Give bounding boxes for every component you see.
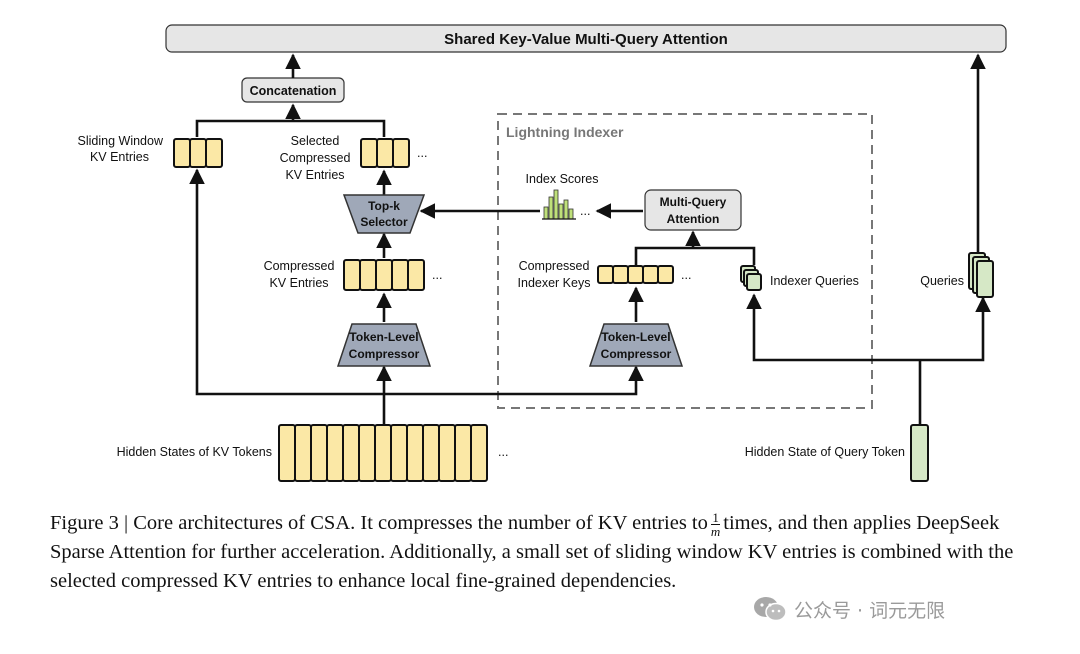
hidden-kv-cell <box>326 424 344 482</box>
indexer-queries-label: Indexer Queries <box>770 274 859 288</box>
watermark: 公众号 · 词元无限 <box>752 592 946 626</box>
shared-kv-mqa-box <box>165 24 1007 53</box>
csa-architecture-diagram: Shared Key-Value Multi-Query Attention C… <box>78 24 1007 482</box>
token-compressor-right-shape <box>588 323 684 367</box>
index-scores-label: Index Scores <box>526 172 599 186</box>
sliding-window-kv-cells <box>173 138 223 168</box>
compressed-kv-label-1: Compressed <box>264 259 335 273</box>
compressed-kv-ellipsis: ... <box>432 268 442 282</box>
hidden-kv-cell <box>390 424 408 482</box>
compressor-left-label-1: Token-Level <box>349 330 418 344</box>
index-scores-ellipsis: ... <box>580 204 590 218</box>
hidden-kv-cell <box>438 424 456 482</box>
watermark-text: 公众号 · 词元无限 <box>794 599 946 622</box>
hidden-kv-label: Hidden States of KV Tokens <box>117 445 272 459</box>
mqa-box <box>644 189 742 231</box>
hidden-kv-cell <box>294 424 312 482</box>
sliding-window-label-2: KV Entries <box>90 150 149 164</box>
index-scores-histogram <box>542 189 576 220</box>
compressed-kv-cells <box>343 259 425 291</box>
topk-label-2: Selector <box>360 215 408 229</box>
indexer-queries-stack <box>740 265 762 291</box>
indexer-keys-ellipsis: ... <box>681 268 691 282</box>
query-token-cell <box>910 424 929 482</box>
caption-part-1: Figure 3 | Core architectures of CSA. It… <box>50 512 708 534</box>
hidden-kv-cell <box>422 424 440 482</box>
mqa-label-1: Multi-Query <box>660 195 727 209</box>
hidden-kv-cell <box>470 424 488 482</box>
wechat-icon <box>754 597 787 622</box>
selected-label-3: KV Entries <box>285 168 344 182</box>
selected-label-1: Selected <box>291 134 340 148</box>
compressed-indexer-keys-cells <box>597 265 674 284</box>
topk-label-1: Top-k <box>368 199 400 213</box>
selected-ellipsis: ... <box>417 146 427 160</box>
compressor-right-label-2: Compressor <box>601 347 672 361</box>
mqa-label-2: Attention <box>667 212 720 226</box>
figure-caption: Figure 3 | Core architectures of CSA. It… <box>50 509 1040 596</box>
lightning-indexer-title: Lightning Indexer <box>506 124 624 140</box>
hidden-query-label: Hidden State of Query Token <box>745 445 905 459</box>
hidden-kv-cells <box>278 424 488 482</box>
topk-selector-shape <box>342 194 426 234</box>
shared-kv-mqa-label: Shared Key-Value Multi-Query Attention <box>444 31 728 48</box>
hidden-kv-cell <box>310 424 328 482</box>
sliding-window-label-1: Sliding Window <box>78 134 164 148</box>
selected-label-2: Compressed <box>280 151 351 165</box>
compressor-right-label-1: Token-Level <box>601 330 670 344</box>
lightning-indexer-region <box>497 113 873 409</box>
hidden-kv-cell <box>406 424 424 482</box>
queries-stack <box>968 252 994 298</box>
hidden-kv-cell <box>374 424 392 482</box>
hidden-kv-cell <box>454 424 472 482</box>
fraction-numerator: 1 <box>710 509 721 525</box>
hidden-kv-cell <box>342 424 360 482</box>
selected-compressed-kv-cells <box>360 138 410 168</box>
compressed-kv-label-2: KV Entries <box>269 276 328 290</box>
hidden-kv-ellipsis: ... <box>498 445 508 459</box>
queries-label: Queries <box>920 274 964 288</box>
hidden-kv-cell <box>358 424 376 482</box>
concatenation-label: Concatenation <box>250 84 337 98</box>
compressor-left-label-2: Compressor <box>349 347 420 361</box>
caption-part-2: times, and then applies DeepSeek Sparse … <box>50 512 1014 592</box>
token-compressor-left-shape <box>336 323 432 367</box>
fraction-denominator: m <box>710 523 721 539</box>
indexer-keys-label-1: Compressed <box>519 259 590 273</box>
indexer-keys-label-2: Indexer Keys <box>518 276 591 290</box>
hidden-kv-cell <box>278 424 296 482</box>
